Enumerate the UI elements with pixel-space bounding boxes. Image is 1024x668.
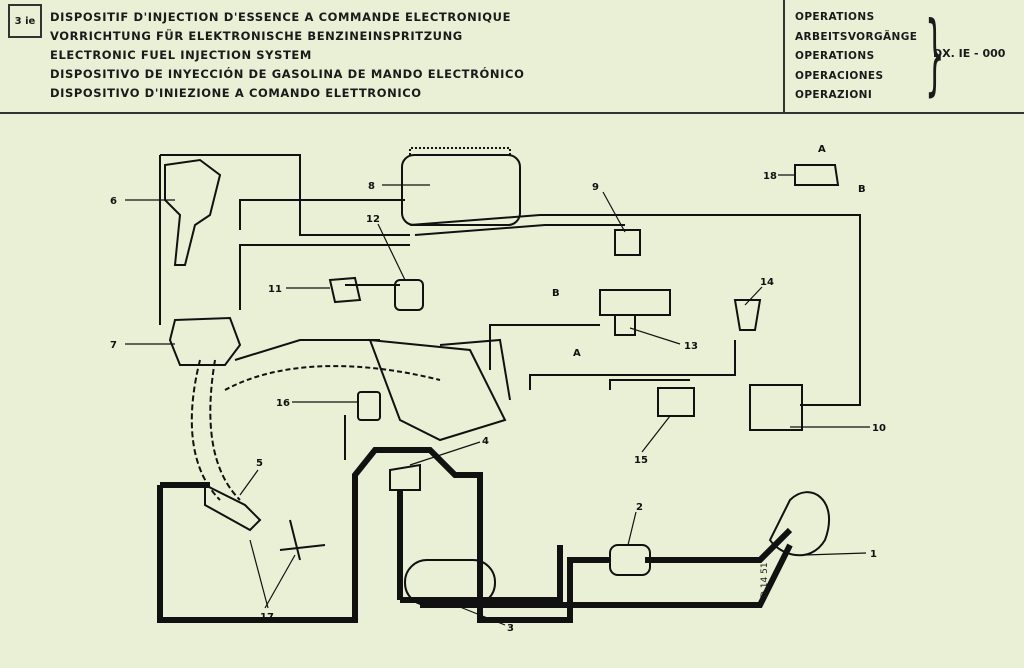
callout-14: 14 (760, 277, 774, 288)
callout-1: 1 (870, 549, 877, 560)
callout-5: 5 (256, 458, 263, 469)
callout-11: 11 (268, 284, 282, 295)
throttle-body (368, 338, 507, 442)
thermo-switch-14 (733, 299, 762, 331)
operations-es: OPERACIONES (795, 69, 884, 82)
temperature-sensor-9 (614, 229, 641, 256)
callout-12: 12 (366, 214, 380, 225)
air-filter-8 (401, 154, 521, 226)
injector-5 (204, 483, 262, 532)
callout-4: 4 (482, 436, 489, 447)
section-code: 3 ie (8, 4, 42, 38)
callout-7: 7 (110, 340, 117, 351)
operation-reference: DX. IE - 000 (933, 47, 1006, 60)
fuel-lines (157, 447, 793, 623)
control-unit-3 (404, 559, 496, 606)
callout-13: 13 (684, 341, 698, 352)
distributor-6 (164, 158, 222, 266)
title-es: DISPOSITIVO DE INYECCIÓN DE GASOLINA DE … (50, 67, 525, 81)
fuel-pump-2 (609, 544, 651, 576)
fuel-line-return (420, 543, 793, 608)
letter-a-top: A (818, 144, 826, 155)
callout-17: 17 (260, 612, 274, 623)
callout-9: 9 (592, 182, 599, 193)
pressure-regulator-4 (389, 463, 421, 491)
bracket-17 (279, 519, 326, 561)
title-list: DISPOSITIF D'INJECTION D'ESSENCE A COMMA… (50, 8, 524, 103)
auxiliary-air-12 (394, 279, 424, 311)
operations-en: OPERATIONS (795, 50, 875, 62)
fuel-line-main (157, 447, 610, 623)
fuel-line-pump-to-tank (645, 527, 793, 563)
title-block: 3 ie DISPOSITIF D'INJECTION D'ESSENCE A … (0, 0, 785, 114)
operations-block: OPERATIONS ARBEITSVORGÄNGE OPERATIONS OP… (783, 0, 1024, 114)
document-number: D 14 51 (760, 562, 770, 598)
callout-18: 18 (763, 171, 777, 182)
operations-fr: OPERATIONS (795, 11, 875, 23)
throttle-switch-16 (357, 391, 381, 421)
callout-10: 10 (872, 423, 886, 434)
letter-b-mid: B (552, 288, 560, 299)
letter-a-mid: A (573, 348, 581, 359)
wiring (159, 154, 861, 501)
pressure-sensor-7 (168, 316, 242, 366)
brace: } (925, 2, 945, 105)
callout-3: 3 (507, 623, 514, 634)
operations-de: ARBEITSVORGÄNGE (795, 30, 918, 43)
callout-8: 8 (368, 181, 375, 192)
component-11 (328, 276, 362, 304)
title-de: VORRICHTUNG FÜR ELEKTRONISCHE BENZINEINS… (50, 29, 463, 43)
thermo-time-switch-18 (794, 164, 840, 186)
title-it: DISPOSITIVO D'INIEZIONE A COMANDO ELETTR… (50, 86, 422, 100)
title-en: ELECTRONIC FUEL INJECTION SYSTEM (50, 48, 312, 62)
cold-start-13 (599, 289, 671, 336)
operations-list: OPERATIONS ARBEITSVORGÄNGE OPERATIONS OP… (795, 8, 917, 106)
callout-2: 2 (636, 502, 643, 513)
leader-lines (125, 174, 870, 626)
fuel-line-filter (400, 545, 563, 603)
operations-it: OPERAZIONI (795, 89, 873, 101)
callout-6: 6 (110, 196, 117, 207)
battery-10 (749, 384, 803, 431)
callout-16: 16 (276, 398, 290, 409)
fuel-tank-filter-1 (768, 491, 831, 557)
title-fr: DISPOSITIF D'INJECTION D'ESSENCE A COMMA… (50, 10, 512, 24)
relay-15 (657, 387, 695, 417)
letter-b-top: B (858, 184, 866, 195)
callout-15: 15 (634, 455, 648, 466)
